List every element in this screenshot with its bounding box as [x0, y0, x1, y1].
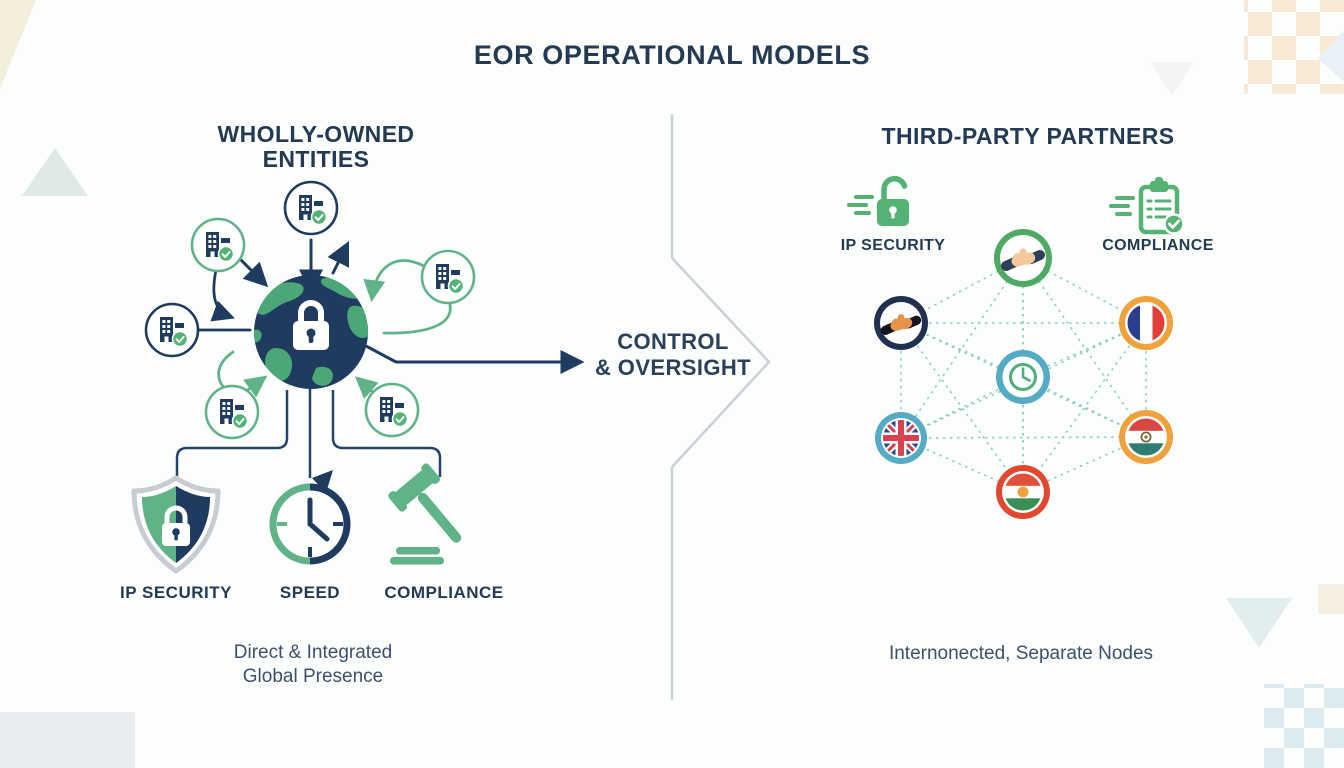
divider-label-line1: CONTROL [617, 329, 729, 354]
divider-chevron [670, 114, 771, 700]
right-heading: THIRD-PARTY PARTNERS [881, 123, 1175, 149]
entity-building-icon [144, 302, 200, 358]
open-padlock-icon [847, 175, 909, 226]
node-handshake-green-icon [994, 229, 1052, 287]
node-handshake-navy-icon [874, 296, 928, 350]
entity-building-icon [204, 384, 260, 440]
corner-peach-checkerboard [1244, 0, 1344, 94]
left-heading: WHOLLY-OWNED ENTITIES [218, 122, 415, 172]
beige-square [1318, 584, 1344, 614]
left-caption-line1: Direct & Integrated [233, 642, 393, 663]
left-feature-ip-security-label: IP SECURITY [120, 583, 232, 602]
node-flag-uk-icon [875, 412, 927, 464]
left-heading-line2: ENTITIES [262, 146, 370, 172]
right-feature-compliance-label: COMPLIANCE [1102, 237, 1214, 254]
entity-building-icon [190, 217, 246, 273]
right-feature-ip-security-label: IP SECURITY [840, 237, 946, 254]
flow-arrows [196, 238, 585, 400]
left-caption: Direct & Integrated Global Presence [234, 641, 392, 689]
shield-lock-icon [131, 475, 221, 574]
gavel-icon [388, 463, 462, 565]
right-caption: Internonected, Separate Nodes [888, 643, 1154, 664]
entity-building-icon [364, 382, 420, 438]
corner-blue-checkerboard [1264, 684, 1344, 768]
left-feature-speed-label: SPEED [279, 583, 341, 602]
entity-building-icon [283, 180, 339, 236]
speed-clock-icon [269, 470, 351, 565]
node-flag-niger-icon [996, 465, 1050, 519]
node-clock-icon [996, 350, 1050, 404]
clipboard-check-icon [1109, 177, 1185, 235]
globe-lock-icon [254, 275, 368, 389]
left-caption-line2: Global Presence [242, 666, 384, 687]
node-flag-france-icon [1119, 296, 1173, 350]
page-title: EOR OPERATIONAL MODELS [473, 40, 871, 70]
divider-label: CONTROL & OVERSIGHT [595, 329, 751, 381]
feature-connectors [175, 389, 442, 478]
divider-label-line2: & OVERSIGHT [595, 355, 751, 380]
corner-blue-rect [0, 712, 135, 768]
left-feature-compliance-label: COMPLIANCE [384, 583, 504, 602]
node-flag-paraguay-icon [1119, 410, 1173, 464]
entity-building-icon [420, 249, 476, 305]
left-heading-line1: WHOLLY-OWNED [217, 121, 415, 147]
